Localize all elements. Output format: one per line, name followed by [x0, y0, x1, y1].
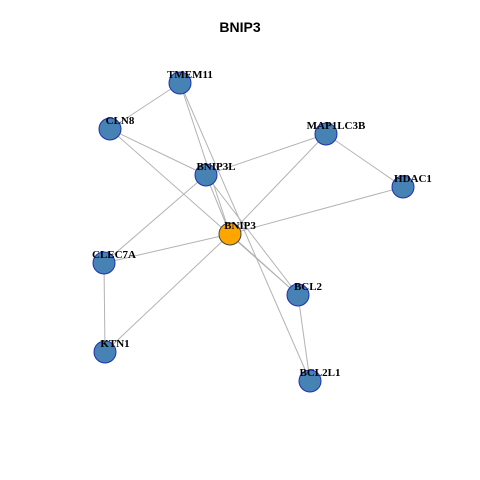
edge-ktn1-bnip3 — [104, 233, 231, 353]
edge-tmem11-bcl2l1 — [179, 82, 311, 382]
node-label-clec7a: CLEC7A — [92, 249, 136, 261]
edge-layer — [103, 82, 404, 382]
node-label-map1lc3b: MAP1LC3B — [307, 120, 366, 132]
node-map1lc3b[interactable] — [314, 122, 338, 146]
figure-title: BNIP3 — [219, 19, 261, 35]
edge-clec7a-ktn1 — [103, 262, 106, 353]
edge-cln8-bnip3l — [109, 128, 207, 176]
node-tmem11[interactable] — [168, 71, 192, 95]
edge-bcl2-bcl2l1 — [297, 294, 311, 382]
node-cln8[interactable] — [98, 117, 122, 141]
node-hdac1[interactable] — [391, 175, 415, 199]
node-label-bcl2: BCL2 — [294, 281, 323, 293]
node-clec7a[interactable] — [92, 251, 116, 275]
edge-map1lc3b-bnip3 — [229, 133, 327, 235]
node-bcl2[interactable] — [286, 283, 310, 307]
edge-hdac1-bnip3 — [229, 186, 404, 235]
node-label-bcl2l1: BCL2L1 — [300, 367, 341, 379]
node-label-hdac1: HDAC1 — [394, 173, 432, 185]
node-layer — [92, 71, 415, 393]
node-bnip3l[interactable] — [194, 163, 218, 187]
edge-bnip3l-clec7a — [103, 174, 207, 264]
edge-bnip3l-bcl2 — [205, 174, 299, 296]
node-label-bnip3: BNIP3 — [224, 220, 256, 232]
node-label-bnip3l: BNIP3L — [196, 161, 235, 173]
node-bnip3[interactable] — [218, 222, 242, 246]
edge-bnip3l-map1lc3b — [205, 133, 327, 176]
node-ktn1[interactable] — [93, 340, 117, 364]
node-bcl2l1[interactable] — [298, 369, 322, 393]
edge-clec7a-bnip3 — [103, 233, 231, 264]
edge-tmem11-bnip3 — [179, 82, 231, 235]
edge-bnip3-bcl2 — [229, 233, 299, 296]
edge-map1lc3b-hdac1 — [325, 133, 404, 188]
node-label-cln8: CLN8 — [106, 115, 135, 127]
edge-tmem11-cln8 — [109, 82, 181, 130]
node-label-tmem11: TMEM11 — [167, 69, 213, 81]
node-label-ktn1: KTN1 — [100, 338, 129, 350]
